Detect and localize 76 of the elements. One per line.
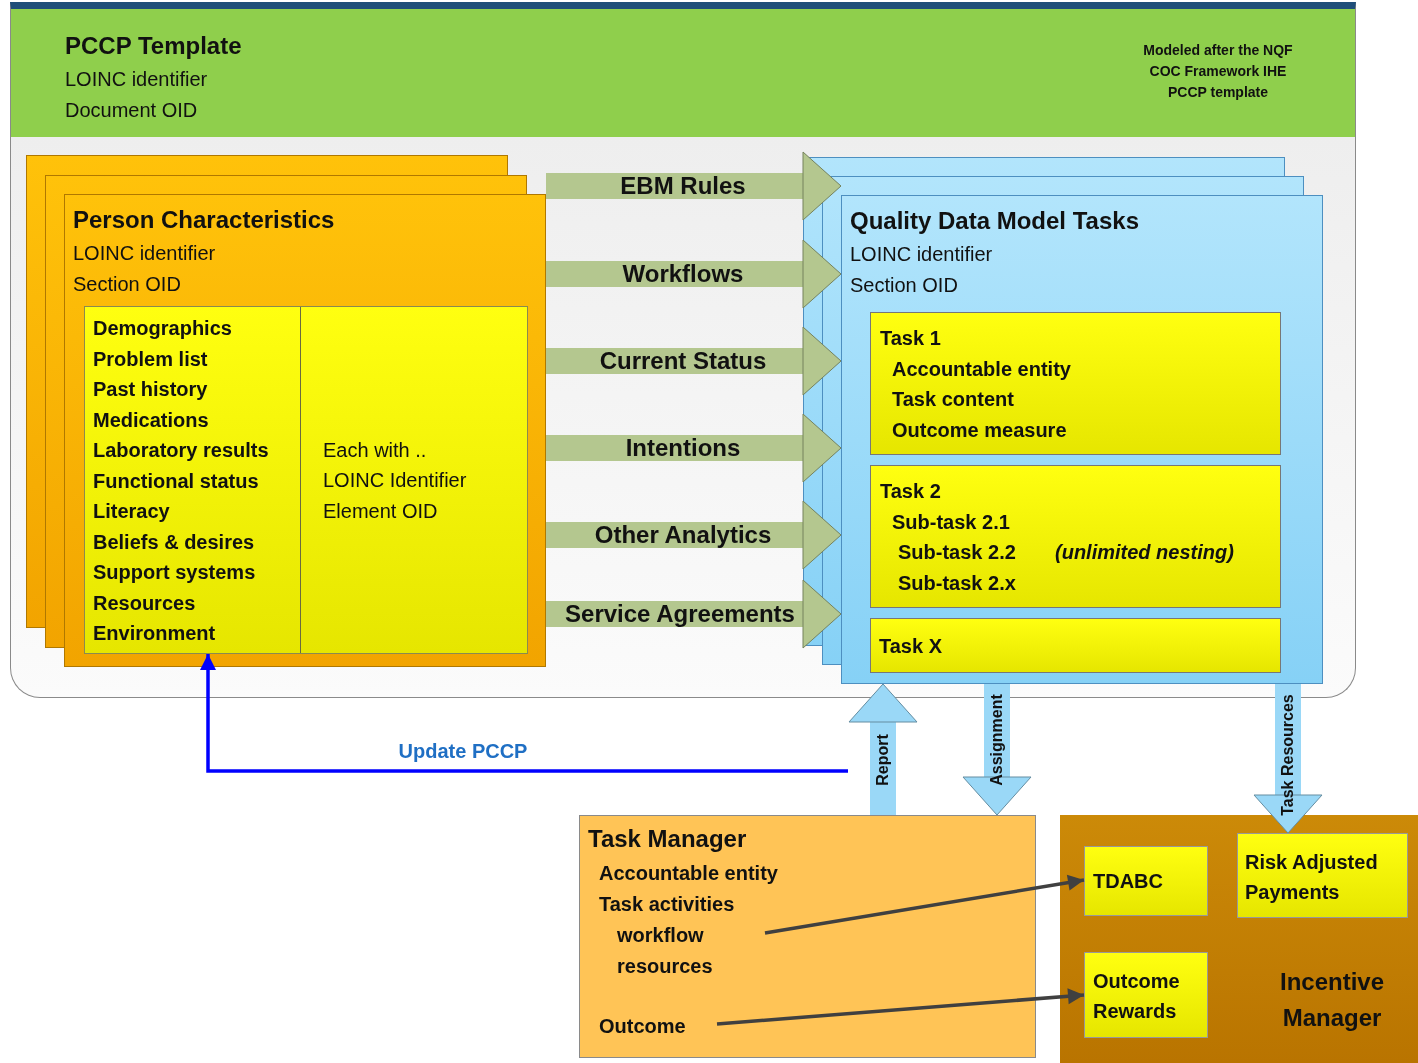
list-box [84,306,528,654]
list-item: Problem list [93,346,208,371]
list-item: Demographics [93,316,232,340]
list-item: Sub-task 2.2 [898,540,1016,564]
label-text: LOINC identifier [73,241,216,265]
list-item: Support systems [93,560,256,584]
edge-label: Intentions [625,433,741,463]
list-item: Element OID [323,499,438,523]
label-text: Risk Adjusted Payments [1245,850,1379,905]
label-text: Document OID [65,98,198,122]
label-text: TDABC [1093,869,1163,893]
list-item: Outcome [599,1014,686,1038]
block-arrow [962,684,1032,816]
edge-label: Report [873,734,893,786]
edge-label: Assignment [987,694,1007,786]
manager-panel [579,815,1036,1058]
list-item: Accountable entity [599,861,778,885]
heading: Task Manager [588,825,747,854]
arrow [200,654,848,773]
heading: PCCP Template [65,32,242,61]
list-item: LOINC Identifier [323,468,467,492]
payment-box [1084,952,1208,1038]
list-item: Resources [93,590,196,615]
list-item: Outcome measure [892,418,1067,442]
block-arrow [848,683,918,815]
label-text: Outcome Rewards [1093,969,1181,1024]
edge-label: Task Resources [1278,694,1298,816]
block-arrow [546,326,842,396]
list-item: Literacy [93,499,170,523]
payment-box [1084,846,1208,916]
block-arrow [546,239,842,309]
list-item: Sub-task 2.1 [892,510,1010,534]
block-arrow [546,413,842,483]
heading: Person Characteristics [73,206,335,235]
heading: Task 1 [880,326,941,350]
edge-label: Service Agreements [565,599,795,629]
list-item: Past history [93,377,208,401]
label-text: Section OID [850,273,958,297]
task-box [870,618,1281,673]
list-item: Task content [892,387,1014,411]
label-text: LOINC identifier [850,242,993,266]
payment-box [1237,833,1408,918]
list-item: Each with .. [323,438,427,462]
list-item: Beliefs & desires [93,529,255,554]
label-text: Section OID [73,272,181,296]
list-item: Task activities [599,892,735,916]
edge-label: Workflows [622,259,744,289]
list-item: workflow [617,923,704,947]
list-item: Sub-task 2.x [898,571,1016,595]
edge-label: Other Analytics [594,520,772,550]
task-box [870,312,1281,455]
arrow [716,988,1085,1026]
heading: Task X [879,634,942,658]
note-text: (unlimited nesting) [1055,540,1234,564]
edge-label: Current Status [599,346,767,376]
block-arrow [546,151,842,221]
heading: Incentive Manager [1278,967,1385,1033]
heading: Task 2 [880,479,941,503]
section-card [64,194,546,667]
section-card [841,195,1323,684]
note-text: Modeled after the NQF COC Framework IHE PCCP template [1143,41,1293,102]
list-item: Environment [93,621,216,645]
block-arrow [1253,684,1323,834]
edge-label: EBM Rules [620,171,746,201]
manager-panel [1060,815,1418,1063]
heading: Quality Data Model Tasks [850,207,1139,236]
block-arrow [546,579,842,649]
block-arrow [546,500,842,570]
list-item: Accountable entity [892,357,1071,381]
task-box [870,465,1281,608]
list-item: resources [617,954,713,978]
list-item: Laboratory results [93,438,269,462]
label-text: LOINC identifier [65,67,208,91]
list-item: Functional status [93,468,259,493]
list-item: Medications [93,407,209,432]
arrow [764,874,1085,935]
